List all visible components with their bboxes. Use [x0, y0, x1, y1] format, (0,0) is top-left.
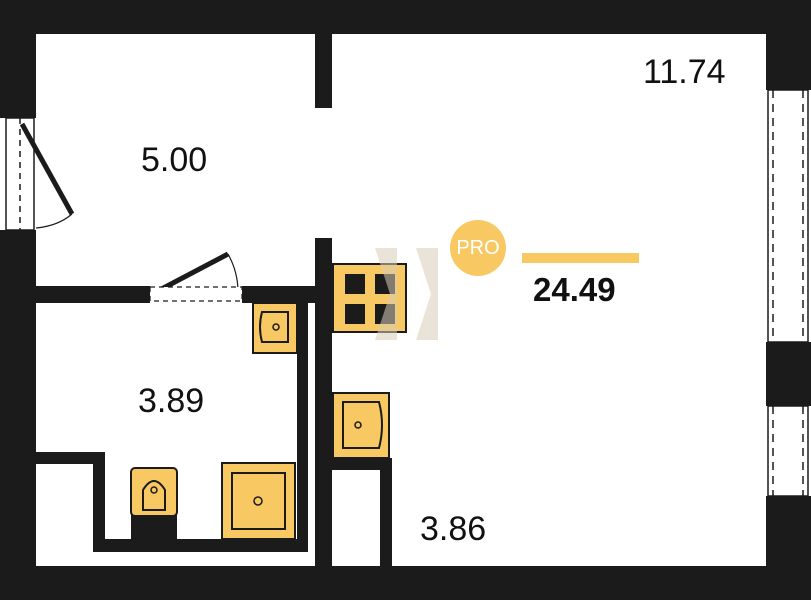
shower-tray: [221, 462, 296, 540]
wall-bottom: [0, 566, 811, 600]
partition-center: [315, 238, 332, 566]
hall-bath-wall-right: [242, 286, 315, 303]
window-right-lower: [767, 405, 809, 497]
wall-left-lower: [0, 230, 36, 600]
pro-badge-label: PRO: [456, 236, 500, 259]
wall-right-middle: [766, 342, 811, 406]
sink-icon: [332, 392, 390, 459]
entry-door-leaf: [19, 122, 75, 216]
bathroom-area: 3.89: [138, 382, 205, 420]
stove-burner-3: [345, 304, 365, 324]
door-swing-icon: [19, 122, 243, 302]
pro-badge: PRO: [450, 220, 506, 276]
main-room-area: 11.74: [643, 53, 726, 91]
bath-sink-basin: [259, 311, 289, 343]
watermark-chevron-2: [416, 248, 438, 340]
bath-niche-wall: [93, 452, 105, 552]
wall-right-bottom: [766, 496, 811, 600]
hallway-area: 5.00: [141, 141, 208, 179]
shower-inner: [231, 472, 286, 530]
window-icon: [5, 89, 809, 497]
bath-sink-drain: [272, 323, 280, 331]
bath-bottom-wall: [93, 539, 308, 552]
entry-door-arc: [35, 213, 73, 229]
bath-door-arc: [227, 253, 239, 293]
toilet-bowl: [142, 480, 166, 511]
bath-inner-wall: [297, 303, 308, 549]
kitchen-area: 3.86: [420, 510, 487, 548]
sink-icon: [252, 302, 298, 354]
bath-door-threshold: [149, 286, 243, 302]
wall-top: [0, 0, 811, 34]
total-area: 24.49: [533, 271, 616, 308]
shower-icon: [221, 462, 296, 540]
toilet-bowl-base: [130, 467, 178, 517]
closet-right-wall: [380, 458, 392, 566]
accent-bar: [522, 253, 639, 263]
toilet-drain: [150, 486, 158, 494]
closet-top-wall: [332, 458, 392, 470]
kitchen-sink-basin: [342, 401, 383, 449]
kitchen-sink-drain: [354, 421, 362, 429]
watermark-chevron-1: [375, 248, 397, 340]
wall-right-top: [766, 0, 811, 90]
hall-bath-wall-left: [36, 286, 150, 303]
toilet-icon: [130, 467, 178, 539]
partition-top-stub: [315, 34, 332, 108]
window-right-upper: [767, 89, 809, 343]
bath-niche-top: [36, 452, 105, 464]
wall-left-upper: [0, 0, 36, 118]
stove-burner-1: [345, 274, 365, 294]
shower-drain: [253, 496, 263, 506]
toilet-tank: [131, 514, 177, 539]
watermark-logo: [375, 248, 438, 340]
